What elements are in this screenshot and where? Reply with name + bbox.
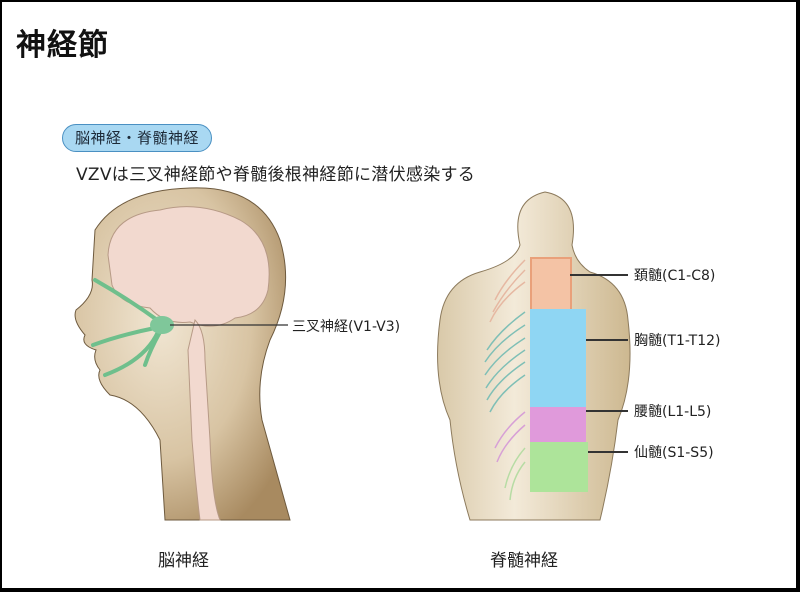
- spinal-nerve-caption: 脊髄神経: [490, 551, 558, 571]
- lumbar-label: 腰髄(L1-L5): [634, 404, 712, 420]
- segment-sacral: [530, 442, 588, 492]
- cervical-leader: [570, 274, 628, 276]
- sacral-leader: [588, 451, 628, 453]
- cervical-label: 頚髄(C1-C8): [634, 268, 716, 284]
- section-pill: 脳神経・脊髄神経: [62, 124, 213, 152]
- sacral-label: 仙髄(S1-S5): [634, 445, 714, 461]
- subtitle: VZVは三叉神経節や脊髄後根神経節に潜伏感染する: [76, 165, 476, 185]
- segment-lumbar: [530, 407, 586, 442]
- segment-thoracic: [530, 309, 586, 407]
- lumbar-leader: [586, 410, 628, 412]
- trigeminal-nerve-label: 三叉神経(V1-V3): [292, 319, 401, 335]
- thoracic-label: 胸髄(T1-T12): [634, 333, 721, 349]
- page-title: 神経節: [16, 28, 109, 63]
- thoracic-leader: [586, 339, 628, 341]
- cranial-nerve-caption: 脳神経: [158, 551, 209, 571]
- segment-cervical: [530, 257, 572, 311]
